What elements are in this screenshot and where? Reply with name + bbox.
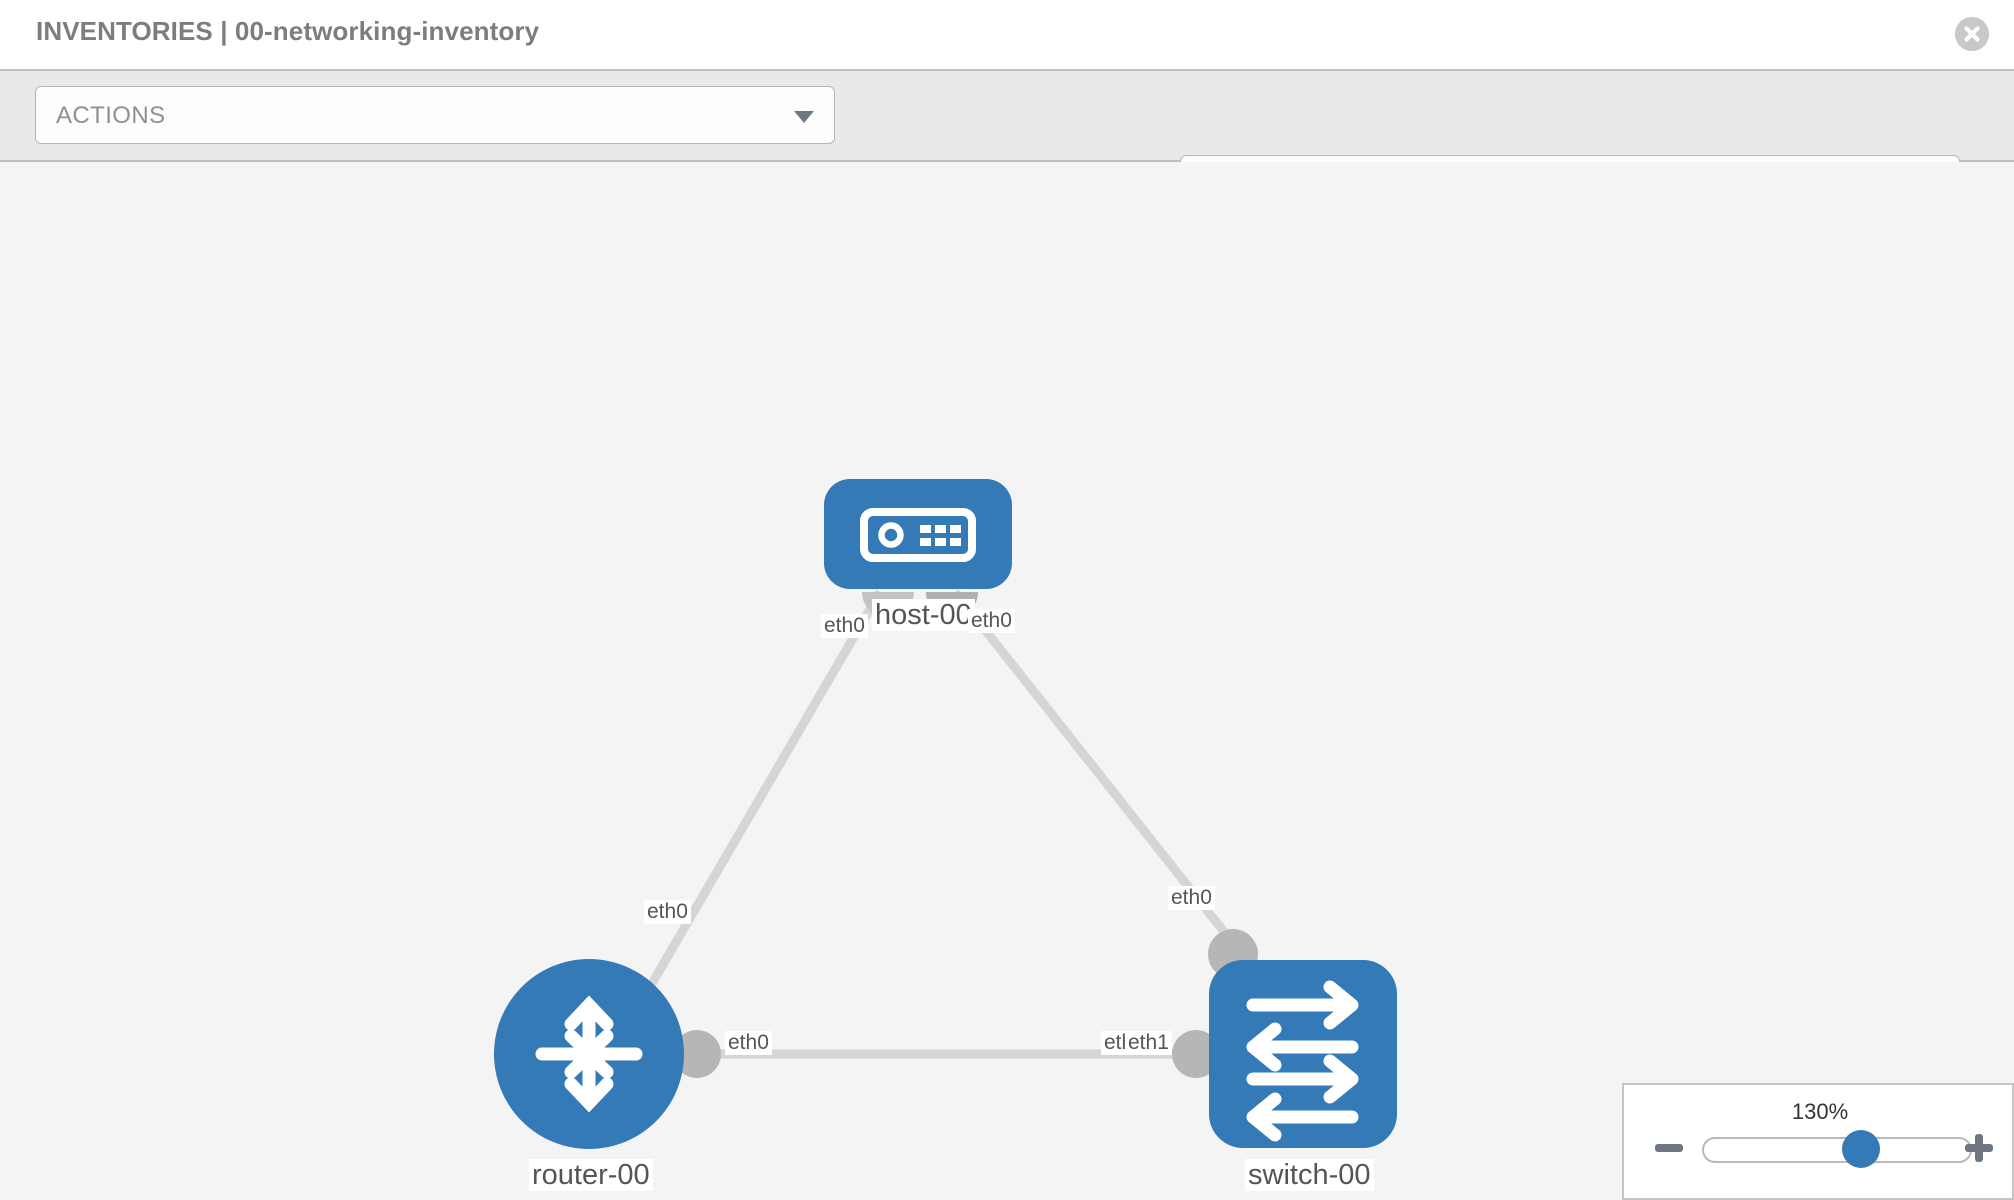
port-label-router-up-eth0: eth0 <box>644 900 691 925</box>
node-host-00[interactable] <box>824 479 1012 589</box>
toolbar: ACTIONS <box>0 69 2014 214</box>
page-title: INVENTORIES | 00-networking-inventory <box>36 16 540 46</box>
graph-ports <box>673 592 1258 1078</box>
node-label-router-00: router-00 <box>529 1159 653 1192</box>
port-label-router-right-eth0: eth0 <box>725 1031 772 1056</box>
window-title-bar: INVENTORIES | 00-networking-inventory <box>0 0 2014 69</box>
node-label-switch-00: switch-00 <box>1245 1159 1374 1192</box>
link-host-router[interactable] <box>636 589 884 1007</box>
port-label-host-eth0-left: eth0 <box>821 614 868 639</box>
zoom-in-button[interactable] <box>1962 1131 1996 1165</box>
node-switch-00[interactable] <box>1209 960 1397 1148</box>
actions-dropdown-label: ACTIONS <box>56 102 166 129</box>
port-label-host-eth0-right: eth0 <box>968 609 1015 634</box>
port-label-switch-up-eth0: eth0 <box>1168 886 1215 911</box>
topology-canvas[interactable]: host-00 router-00 switch-00 eth0 eth0 et… <box>0 162 2014 1200</box>
minus-icon <box>1655 1144 1683 1152</box>
close-button[interactable] <box>1955 17 1989 51</box>
router-arrows-icon <box>535 995 643 1113</box>
node-router-00[interactable] <box>494 959 684 1149</box>
topology-graph <box>494 479 1397 1149</box>
plus-icon <box>1965 1134 1993 1162</box>
graph-links <box>636 589 1244 1059</box>
port-router-eth0[interactable] <box>673 1030 721 1078</box>
chevron-down-icon <box>794 111 814 123</box>
server-icon <box>860 508 976 562</box>
switch-arrows-icon <box>1246 980 1359 1142</box>
port-switch-eth1[interactable] <box>1172 1030 1220 1078</box>
zoom-out-button[interactable] <box>1652 1131 1686 1165</box>
actions-dropdown[interactable]: ACTIONS <box>35 86 835 144</box>
port-label-switch-left-eth1: eth1 <box>1125 1031 1172 1056</box>
zoom-slider-track[interactable] <box>1702 1137 1972 1163</box>
zoom-slider-thumb[interactable] <box>1842 1130 1880 1168</box>
node-label-host-00: host-00 <box>872 599 975 632</box>
zoom-percent-label: 130% <box>1791 1099 1849 1124</box>
zoom-control-panel: 130% <box>1622 1083 2014 1200</box>
close-icon <box>1955 17 1989 51</box>
